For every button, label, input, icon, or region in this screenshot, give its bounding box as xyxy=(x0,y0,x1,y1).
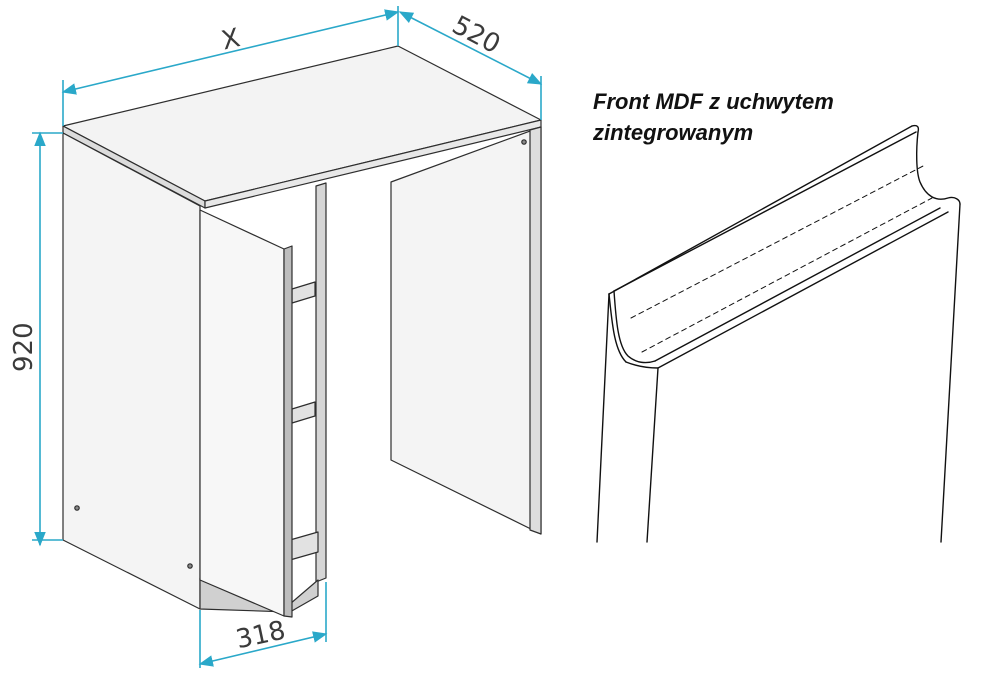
door-dimension-line xyxy=(198,631,328,667)
door-edge xyxy=(283,245,293,618)
caption-line-1: Front MDF z uchwytem xyxy=(593,89,834,114)
panel-edge-left-outer xyxy=(596,293,610,543)
groove-hidden-line-2 xyxy=(641,197,933,353)
right-side-panel xyxy=(390,126,542,535)
screw-dot xyxy=(187,563,193,569)
screw-dot xyxy=(521,139,527,145)
cabinet-drawing xyxy=(62,45,542,618)
width-dimension-label: X xyxy=(219,23,243,56)
groove-lower-edge-2 xyxy=(657,211,949,369)
groove-hidden-line xyxy=(630,164,926,319)
height-dimension-label: 920 xyxy=(9,322,39,372)
handle-lip-corner-right xyxy=(911,124,920,133)
shelf-bottom xyxy=(289,531,319,561)
door-panel xyxy=(199,209,285,617)
shelf-middle xyxy=(291,401,316,424)
door-dimension-label: 318 xyxy=(233,616,288,656)
dimension-lines xyxy=(32,6,543,668)
handle-lip-inner xyxy=(613,131,917,292)
handle-profile-right xyxy=(915,131,961,205)
depth-dimension-line xyxy=(398,11,543,85)
panel-edge-right xyxy=(940,203,961,543)
groove-lower-edge xyxy=(654,207,941,362)
right-side-panel-edge xyxy=(529,126,542,535)
mdf-front-handle-detail xyxy=(596,124,961,543)
caption-line-2: zintegrowanym xyxy=(592,120,753,145)
handle-profile-left-2 xyxy=(608,293,627,363)
left-side-panel xyxy=(62,132,201,610)
inner-divider xyxy=(315,182,327,583)
width-dimension-line xyxy=(61,9,400,95)
handle-profile-left xyxy=(613,290,656,364)
depth-dimension-label: 520 xyxy=(447,10,505,60)
shelf-upper xyxy=(291,281,316,304)
handle-lip-outer xyxy=(608,125,913,295)
screw-dot xyxy=(74,505,80,511)
panel-edge-left-inner xyxy=(625,361,659,543)
